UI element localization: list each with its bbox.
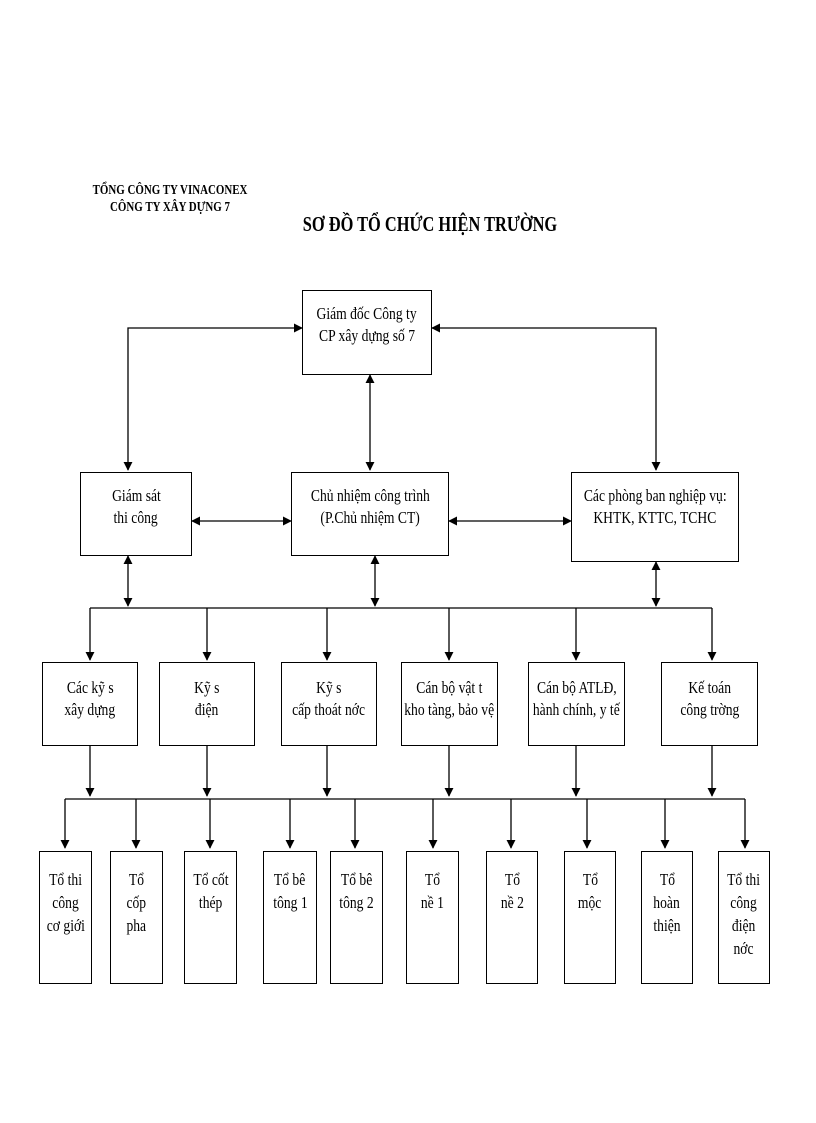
- level3-line: điện: [195, 700, 219, 719]
- level3-box-materials-officer: Cán bộ vật t kho tàng, bảo vệ: [401, 662, 498, 746]
- level3-line: Kế toán: [688, 678, 731, 697]
- level3-line: cấp thoát nớc: [292, 700, 366, 719]
- project-manager-line2: (P.Chủ nhiệm CT): [320, 508, 420, 527]
- director-line2: CP xây dựng số 7: [318, 326, 416, 345]
- team-line: Tổ bê: [274, 870, 306, 889]
- team-line: Tổ thi: [49, 870, 82, 889]
- level3-line: kho tàng, bảo vệ: [404, 700, 495, 719]
- team-box-rebar: Tổ cốt thép: [184, 851, 237, 984]
- level3-line: Các kỹ s: [66, 678, 114, 697]
- team-line: công: [52, 893, 79, 912]
- team-line: Tổ: [582, 870, 598, 889]
- level3-box-electrical-engineer: Kỹ s điện: [159, 662, 255, 746]
- link-director-departments: [431, 323, 661, 471]
- supervision-line1: Giám sát: [111, 486, 161, 505]
- departments-line1: Các phòng ban nghiệp vụ:: [583, 486, 727, 505]
- supervision-box: Giám sát thi công: [80, 472, 192, 556]
- level3-line: công trờng: [680, 700, 739, 719]
- level3-line: Cán bộ ATLĐ,: [536, 678, 617, 697]
- director-box: Giám đốc Công ty CP xây dựng số 7: [302, 290, 432, 375]
- team-box-masonry-2: Tổ nề 2: [486, 851, 538, 984]
- team-line: nớc: [733, 939, 755, 958]
- director-line1: Giám đốc Công ty: [316, 304, 418, 323]
- level3-box-site-accountant: Kế toán công trờng: [661, 662, 758, 746]
- level3-box-civil-engineers: Các kỹ s xây dựng: [42, 662, 138, 746]
- team-line: Tổ thi: [727, 870, 761, 889]
- level3-line: Kỹ s: [316, 678, 342, 697]
- project-manager-line1: Chủ nhiệm công trình: [310, 486, 430, 505]
- level3-box-safety-officer: Cán bộ ATLĐ, hành chính, y tế: [528, 662, 625, 746]
- team-line: mộc: [578, 893, 602, 912]
- team-line: Tổ: [659, 870, 675, 889]
- parent-company-name: TỔNG CÔNG TY VINACONEX: [92, 183, 248, 198]
- team-line: công: [730, 893, 758, 912]
- team-line: tông 1: [272, 893, 308, 912]
- level3-box-plumbing-engineer: Kỹ s cấp thoát nớc: [281, 662, 377, 746]
- team-line: Tổ: [504, 870, 520, 889]
- supervision-line2: thi công: [113, 508, 159, 527]
- team-line: thép: [198, 893, 223, 912]
- level3-line: hành chính, y tế: [533, 700, 620, 719]
- level3-line: Cán bộ vật t: [416, 678, 483, 697]
- team-box-concrete-1: Tổ bê tông 1: [263, 851, 317, 984]
- company-name: CÔNG TY XÂY DỰNG 7: [110, 200, 230, 215]
- team-line: Tổ: [424, 870, 441, 889]
- team-line: Tổ cốt: [192, 870, 229, 889]
- team-line: cốp: [126, 893, 147, 912]
- team-box-concrete-2: Tổ bê tông 2: [330, 851, 383, 984]
- team-line: tông 2: [339, 893, 374, 912]
- departments-box: Các phòng ban nghiệp vụ: KHTK, KTTC, TCH…: [571, 472, 739, 562]
- organization-header: TỔNG CÔNG TY VINACONEX CÔNG TY XÂY DỰNG …: [84, 182, 256, 216]
- team-box-formwork: Tổ cốp pha: [110, 851, 163, 984]
- team-box-machinery: Tổ thi công cơ giới: [39, 851, 92, 984]
- team-line: Tổ bê: [340, 870, 373, 889]
- departments-line2: KHTK, KTTC, TCHC: [593, 508, 717, 527]
- team-box-carpentry: Tổ mộc: [564, 851, 616, 984]
- team-line: hoàn: [653, 893, 681, 912]
- team-line: cơ giới: [46, 916, 85, 935]
- level3-line: Kỹ s: [194, 678, 220, 697]
- team-line: thiện: [653, 916, 681, 935]
- project-manager-box: Chủ nhiệm công trình (P.Chủ nhiệm CT): [291, 472, 449, 556]
- team-box-finishing: Tổ hoàn thiện: [641, 851, 693, 984]
- team-line: điện: [732, 916, 756, 935]
- team-box-masonry-1: Tổ nề 1: [406, 851, 459, 984]
- team-line: nề 1: [420, 893, 445, 912]
- diagram-title: SƠ ĐỒ TỔ CHỨC HIỆN TRƯỜNG: [302, 212, 558, 236]
- level3-line: xây dựng: [64, 700, 116, 719]
- team-line: nề 2: [500, 893, 524, 912]
- team-line: pha: [126, 916, 147, 935]
- team-line: Tổ: [128, 870, 145, 889]
- team-box-electrical-plumbing: Tổ thi công điện nớc: [718, 851, 770, 984]
- link-director-supervision: [123, 323, 303, 471]
